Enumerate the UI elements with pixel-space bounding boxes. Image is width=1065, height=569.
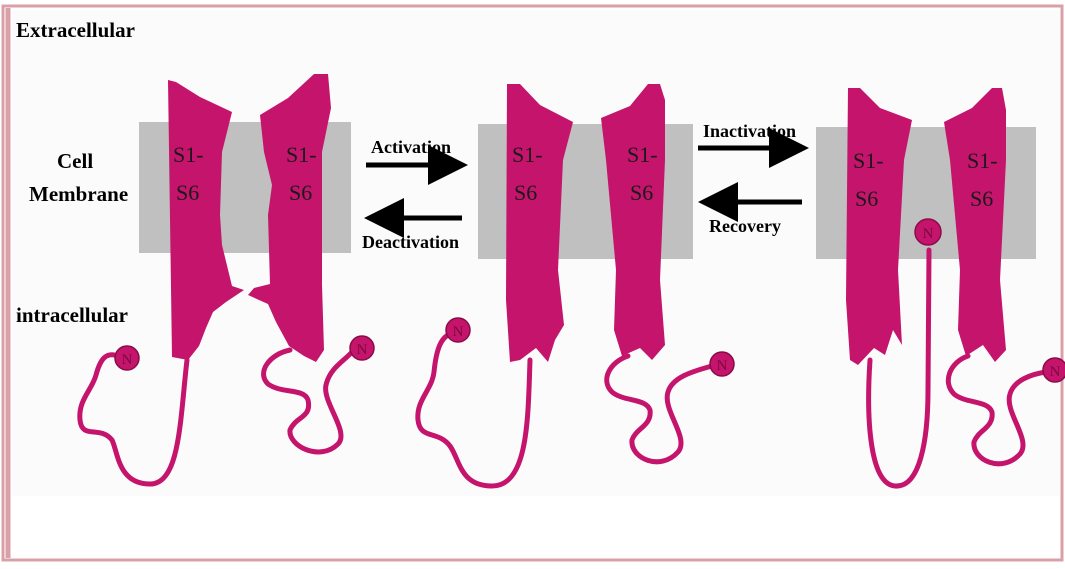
n-terminus-label: N <box>357 342 368 358</box>
left-subunit-label-line2: S6 <box>514 180 537 205</box>
right-subunit-label-line1: S1- <box>627 142 658 167</box>
cell-membrane-label-line1: Cell <box>57 149 93 173</box>
n-terminus-label: N <box>1050 364 1061 380</box>
left-subunit-label-line1: S1- <box>173 142 204 167</box>
inactivation-label: Inactivation <box>703 121 796 141</box>
left-subunit-label-line1: S1- <box>853 148 884 173</box>
extracellular-label: Extracellular <box>16 18 135 42</box>
right-subunit-label-line2: S6 <box>289 180 312 205</box>
n-terminus-label: N <box>122 352 133 368</box>
right-subunit-label-line1: S1- <box>286 142 317 167</box>
left-subunit-label-line2: S6 <box>176 180 199 205</box>
cell-membrane-label-line2: Membrane <box>29 182 128 206</box>
right-subunit-label-line2: S6 <box>970 186 993 211</box>
recovery-label: Recovery <box>709 216 781 236</box>
activation-label: Activation <box>371 137 451 157</box>
n-terminus-label: N <box>453 324 464 340</box>
left-subunit-label-line1: S1- <box>512 142 543 167</box>
intracellular-label: intracellular <box>16 303 128 327</box>
left-subunit-label-line2: S6 <box>855 186 878 211</box>
deactivation-label: Deactivation <box>362 232 459 252</box>
right-subunit-label-line2: S6 <box>630 180 653 205</box>
right-subunit-label-line1: S1- <box>967 148 998 173</box>
n-terminus-label: N <box>717 358 728 374</box>
n-terminus-label: N <box>923 226 934 242</box>
